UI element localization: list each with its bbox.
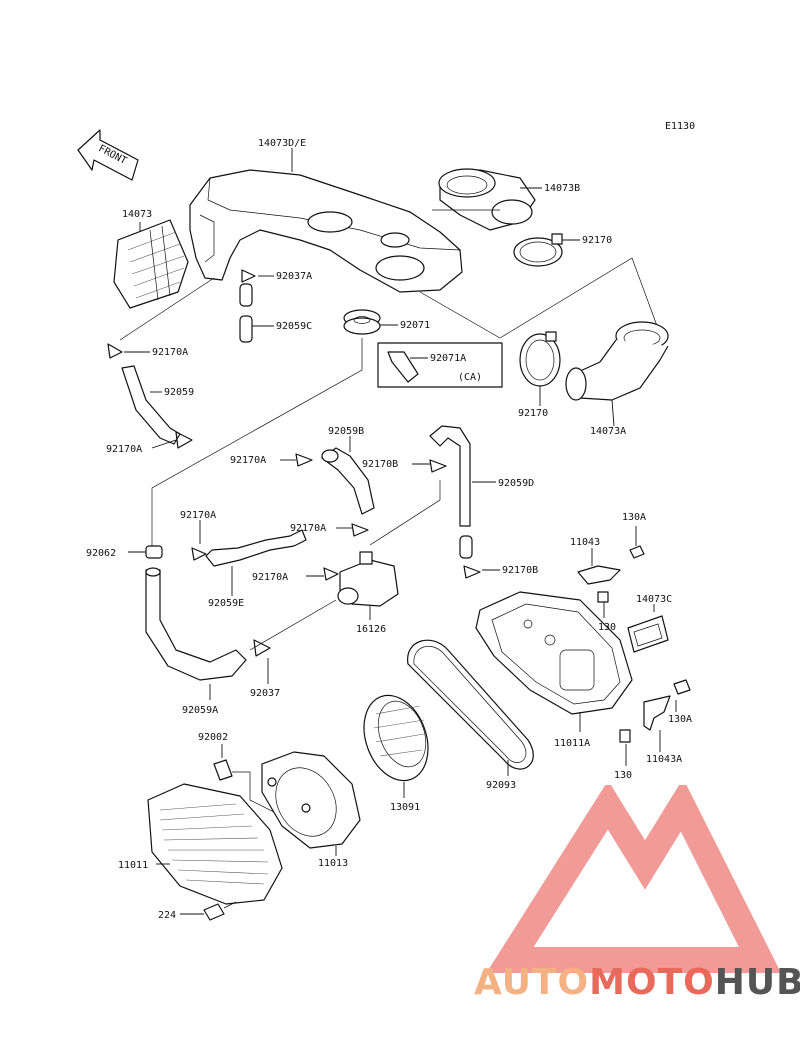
label-92170b-2: 92170B	[502, 565, 538, 576]
label-92059d: 92059D	[498, 478, 534, 489]
clip-92170a-part-5	[191, 520, 207, 561]
label-130a-1: 130A	[622, 512, 646, 523]
label-92170-top: 92170	[582, 235, 612, 246]
clip-92170b-part-2	[463, 565, 500, 579]
label-92059: 92059	[164, 387, 194, 398]
hose-92059b-part	[321, 436, 375, 515]
assembly-lines	[119, 209, 661, 548]
gasket-14073c-part	[627, 604, 669, 653]
element-13091-part	[363, 694, 429, 798]
cap-92062-part	[128, 545, 163, 559]
filter-11013-part	[261, 751, 361, 856]
label-14073: 14073	[122, 209, 152, 220]
screw-224-part	[180, 901, 237, 921]
label-92037: 92037	[250, 688, 280, 699]
label-92059b: 92059B	[328, 426, 364, 437]
clip-92170a-part-3	[280, 453, 313, 467]
label-92002: 92002	[198, 732, 228, 743]
bolt-130-part-2	[619, 729, 631, 766]
label-92170a-5: 92170A	[290, 523, 326, 534]
diagram-code: E1130	[665, 121, 695, 132]
brand-part-moto: MOTO	[589, 962, 715, 1003]
intake-boot-part	[438, 168, 542, 231]
brand-part-hub: HUB	[714, 962, 800, 1003]
label-11011a: 11011A	[554, 738, 590, 749]
housing-11011a-part	[475, 591, 633, 732]
label-11043: 11043	[570, 537, 600, 548]
label-130-1: 130	[598, 622, 616, 633]
intake-duct-part	[189, 148, 463, 293]
clip-92170b-part-1	[412, 459, 447, 473]
label-11013: 11013	[318, 858, 348, 869]
label-92170a-2: 92170A	[106, 444, 142, 455]
label-92170b-1: 92170B	[362, 459, 398, 470]
label-92170a-6: 92170A	[252, 572, 288, 583]
brand-part-auto: AUTO	[474, 962, 590, 1003]
label-130-2: 130	[614, 770, 632, 781]
label-130a-2: 130A	[668, 714, 692, 725]
clip-92037a-part	[241, 269, 274, 283]
label-14073b: 14073B	[544, 183, 580, 194]
grommet-92071-part	[343, 309, 398, 335]
label-92071a: 92071A	[430, 353, 466, 364]
clip-92170a-part-6	[306, 567, 339, 581]
bracket-11043a-part	[643, 695, 671, 752]
label-11043a: 11043A	[646, 754, 682, 765]
clip-92170a-part-4	[336, 523, 369, 537]
elbow-14073a-part	[565, 321, 669, 427]
cover-11011-part	[147, 783, 283, 905]
label-13091: 13091	[390, 802, 420, 813]
label-11011: 11011	[118, 860, 148, 871]
label-14073c: 14073C	[636, 594, 672, 605]
label-92170a-4: 92170A	[180, 510, 216, 521]
front-arrow-icon: FRONT	[77, 129, 139, 181]
label-224: 224	[158, 910, 176, 921]
seal-92093-part	[407, 639, 534, 776]
label-16126: 16126	[356, 624, 386, 635]
bolt-130a-part-1	[629, 526, 645, 559]
label-92062: 92062	[86, 548, 116, 559]
label-92059a: 92059A	[182, 705, 218, 716]
label-14073a: 14073A	[590, 426, 626, 437]
label-92059c: 92059C	[276, 321, 312, 332]
bracket-11043-part	[577, 548, 621, 585]
air-filter-box-part	[113, 219, 189, 309]
hose-92059e-part	[205, 529, 307, 596]
hose-92059-part	[121, 365, 181, 445]
label-92170a-3: 92170A	[230, 455, 266, 466]
label-92037a: 92037A	[276, 271, 312, 282]
clip-92170a-part-1	[107, 343, 150, 359]
label-92093: 92093	[486, 780, 516, 791]
label-92059e: 92059E	[208, 598, 244, 609]
grommet-92071a-ca-part	[377, 342, 503, 388]
hose-92059c-part	[239, 283, 274, 343]
bolt-130a-part-2	[673, 679, 691, 712]
clip-92170a-part-2	[151, 431, 193, 449]
automotohub-brand-text: AUTOMOTOHUB	[474, 962, 800, 1003]
hose-92059a-part	[145, 567, 247, 700]
label-92071: 92071	[400, 320, 430, 331]
valve-16126-part	[249, 551, 399, 651]
label-14073de: 14073D/E	[258, 138, 306, 149]
screw-92002-part	[213, 744, 291, 821]
clamp-part-mid	[519, 331, 561, 406]
clamp-part-top	[513, 233, 580, 267]
label-ca: (CA)	[458, 372, 482, 383]
clip-92037-part	[253, 639, 271, 684]
label-92170a-1: 92170A	[152, 347, 188, 358]
label-92170-mid: 92170	[518, 408, 548, 419]
hose-92059d-part	[369, 425, 496, 559]
bolt-130-part-1	[597, 591, 609, 618]
automotohub-logo-icon	[486, 785, 782, 973]
